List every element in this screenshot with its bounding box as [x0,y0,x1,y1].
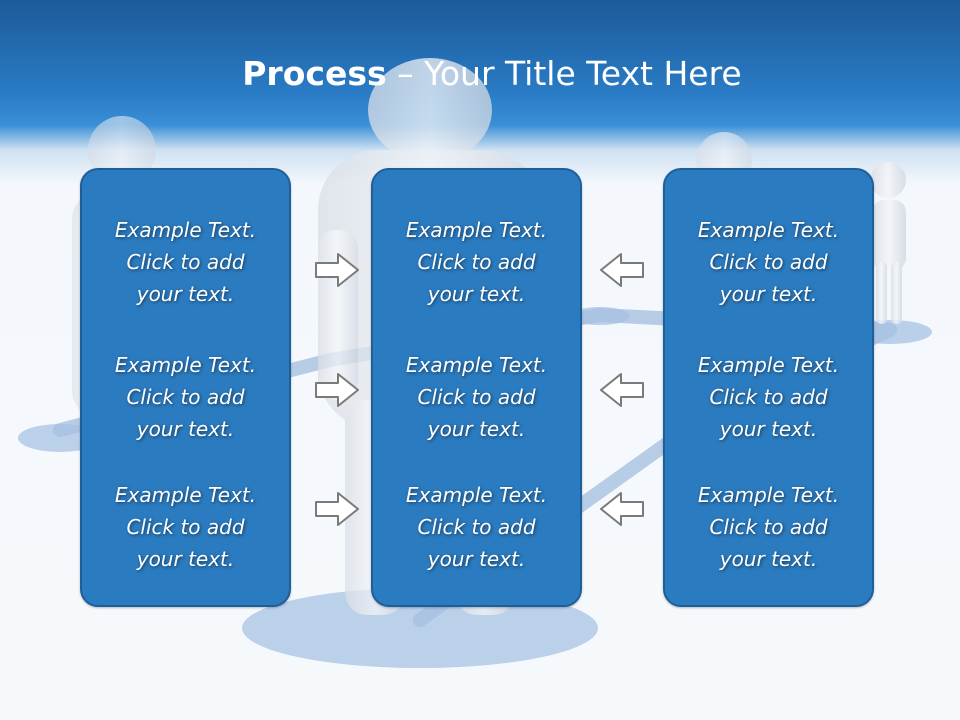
text-block[interactable]: Example Text. Click to add your text. [665,214,872,310]
text-block[interactable]: Example Text. Click to add your text. [665,479,872,575]
text-line: Click to add [126,515,245,539]
text-line: Click to add [417,250,536,274]
title-text: – Your Title Text Here [386,54,742,93]
text-line: Example Text. [697,353,840,377]
text-line: your text. [719,282,818,306]
left-arrow-icon[interactable] [599,490,645,528]
text-line: Example Text. [114,353,257,377]
right-arrow-icon[interactable] [314,490,360,528]
text-block[interactable]: Example Text. Click to add your text. [82,479,289,575]
text-line: Click to add [709,250,828,274]
left-arrow-icon[interactable] [599,251,645,289]
text-line: Example Text. [405,353,548,377]
text-line: your text. [136,547,235,571]
text-line: Example Text. [405,218,548,242]
left-arrow-icon[interactable] [599,371,645,409]
text-line: Click to add [709,515,828,539]
text-block[interactable]: Example Text. Click to add your text. [373,479,580,575]
title-bold-word: Process [242,54,387,93]
text-line: Click to add [417,515,536,539]
text-block[interactable]: Example Text. Click to add your text. [82,214,289,310]
text-line: your text. [427,547,526,571]
text-line: your text. [136,417,235,441]
text-block[interactable]: Example Text. Click to add your text. [82,349,289,445]
right-arrow-icon[interactable] [314,251,360,289]
text-line: your text. [427,417,526,441]
text-block[interactable]: Example Text. Click to add your text. [373,214,580,310]
text-line: Example Text. [697,218,840,242]
text-panel-left[interactable]: Example Text. Click to add your text. Ex… [80,168,291,607]
text-line: your text. [427,282,526,306]
text-block[interactable]: Example Text. Click to add your text. [665,349,872,445]
slide-title[interactable]: Process – Your Title Text Here [0,52,960,96]
text-line: Example Text. [114,218,257,242]
text-line: Example Text. [697,483,840,507]
text-line: your text. [136,282,235,306]
text-line: Click to add [126,250,245,274]
text-line: Example Text. [405,483,548,507]
right-arrow-icon[interactable] [314,371,360,409]
text-panel-right[interactable]: Example Text. Click to add your text. Ex… [663,168,874,607]
text-block[interactable]: Example Text. Click to add your text. [373,349,580,445]
text-line: Example Text. [114,483,257,507]
text-line: your text. [719,547,818,571]
text-panel-center[interactable]: Example Text. Click to add your text. Ex… [371,168,582,607]
text-line: Click to add [709,385,828,409]
text-line: Click to add [126,385,245,409]
text-line: Click to add [417,385,536,409]
text-line: your text. [719,417,818,441]
